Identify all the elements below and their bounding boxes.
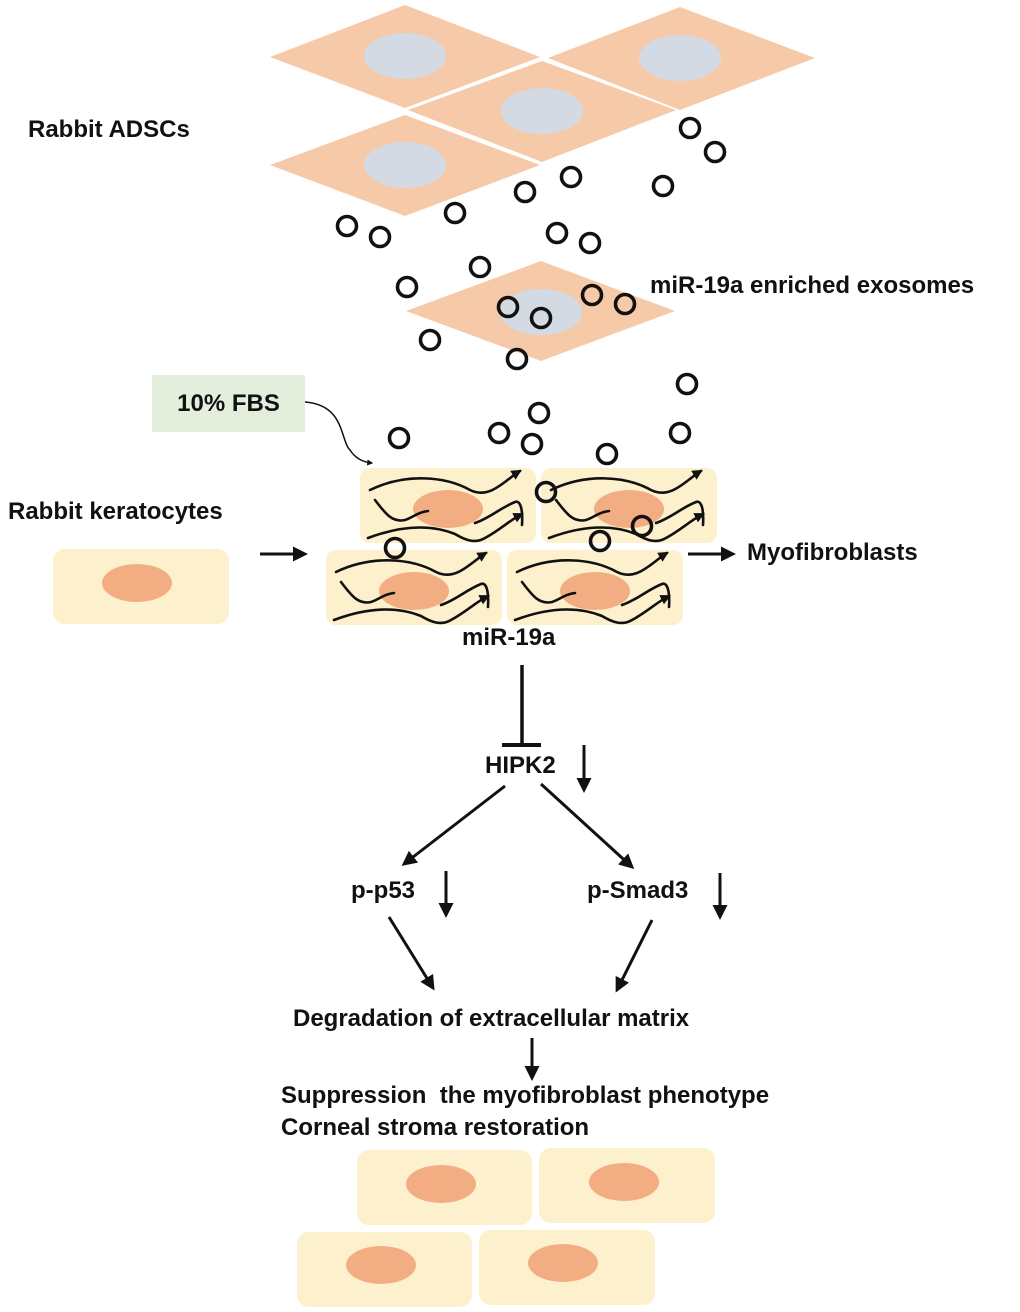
exosome-vesicle [496,295,520,319]
exosome-vesicle [520,432,544,456]
inhibition-mir19a-hipk2 [502,665,541,747]
exosome-vesicle [578,231,602,255]
label-mir19a-exosomes: miR-19a enriched exosomes [650,272,975,299]
myofibroblast-cell-cluster [326,468,717,625]
exosome-vesicle [580,283,604,307]
restored-keratocyte-cell [539,1148,715,1223]
label-mir19a: miR-19a [462,624,556,651]
adsc-cell-cluster [270,5,815,216]
exosome-vesicle [527,401,551,425]
label-rabbit-keratocytes: Rabbit keratocytes [8,498,223,525]
restored-keratocyte-cell [297,1232,472,1307]
exosome-vesicle [559,165,583,189]
exosome-vesicle [595,442,619,466]
exosome-vesicle [387,426,411,450]
exosome-vesicle [505,347,529,371]
adsc-cell [408,61,676,162]
adsc-cell [548,7,815,110]
arrow-psmad3-to-ecm [615,919,654,993]
arrow-hipk2-to-psmad3 [539,782,635,870]
myofibroblast-cell [326,550,502,625]
restored-keratocyte-cell [357,1150,532,1225]
label-10-fbs: 10% FBS [177,389,280,417]
restored-keratocyte-cell [479,1230,655,1305]
keratocyte-cell [53,549,229,624]
myofibroblast-cell [360,468,536,543]
exosome-vesicle [529,306,553,330]
exosome-vesicle [668,421,692,445]
label-suppression-phenotype: Suppression the myofibroblast phenotype [281,1082,770,1109]
fiber-strands [547,469,705,543]
label-rabbit-adscs: Rabbit ADSCs [28,116,190,143]
exosome-vesicle [678,116,702,140]
restored-keratocyte-cluster [297,1148,715,1307]
fbs-connector-arrow [304,401,374,466]
label-ecm-degradation: Degradation of extracellular matrix [293,1005,690,1032]
exosome-vesicle [418,328,442,352]
exosome-vesicle [383,536,407,560]
fiber-strands [332,551,490,625]
adsc-cell [270,115,540,216]
myofibroblast-cell [541,468,717,543]
exosome-vesicle [613,292,637,316]
fiber-strands [513,551,671,625]
fbs-box: 10% FBS [152,375,305,432]
exosome-group [335,116,727,560]
exosome-vesicle [395,275,419,299]
exosome-vesicle [675,372,699,396]
fiber-strands [366,469,524,543]
arrow-pp53-to-ecm [387,916,435,991]
exosome-vesicle [468,255,492,279]
exosome-vesicle [335,214,359,238]
exosome-vesicle [630,514,654,538]
arrow-hipk2-to-pp53 [401,784,506,866]
label-hipk2: HIPK2 [485,752,556,779]
exosome-vesicle [368,225,392,249]
exosome-vesicle [651,174,675,198]
exosome-vesicle [545,221,569,245]
exosome-vesicle [534,480,558,504]
label-myofibroblasts: Myofibroblasts [747,539,918,566]
exosome-vesicle [487,421,511,445]
exosome-vesicle [703,140,727,164]
label-corneal-restoration: Corneal stroma restoration [281,1114,590,1141]
exosome-vesicle [443,201,467,225]
exosome-vesicle [588,529,612,553]
adsc-cell-middle [406,261,675,361]
label-p-smad3: p-Smad3 [587,877,689,904]
adsc-cell [270,5,540,108]
label-p-p53: p-p53 [351,877,416,904]
exosome-vesicle [513,180,537,204]
myofibroblast-cell [507,550,683,625]
